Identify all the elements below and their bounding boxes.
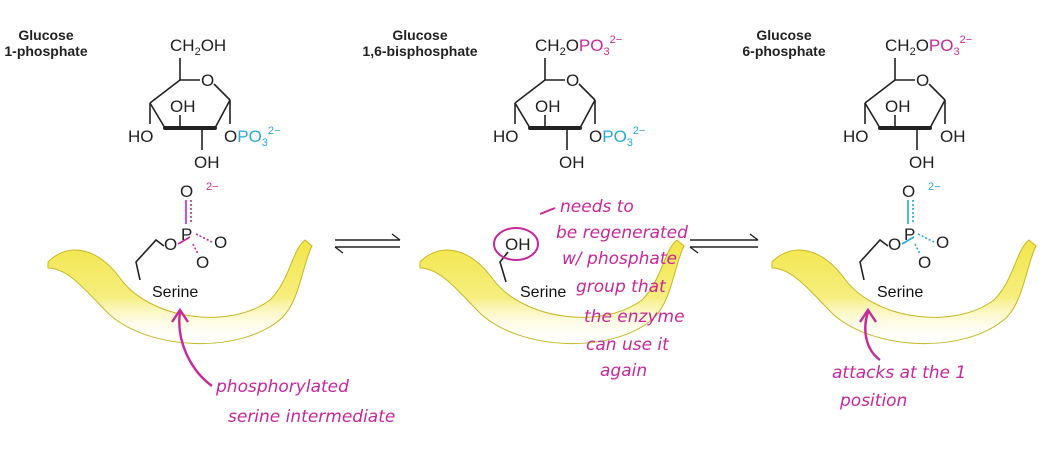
middle-note-line: again [600, 361, 647, 381]
title-line1: Glucose [18, 27, 73, 43]
phosphate-o-right: O [936, 233, 949, 252]
title-line2: 1-phosphate [4, 43, 87, 59]
phosphate-o-top: O [180, 182, 193, 201]
enzyme-pocket [771, 239, 1037, 345]
enzyme-serine-label: Serine [877, 284, 923, 301]
phosphate-p: P [181, 225, 192, 244]
phosphoryl-group: O 2− P O O [180, 181, 227, 272]
oh-circle-highlight [493, 227, 539, 261]
equilibrium-arrow-1 [334, 233, 401, 254]
glucose-ring: CH2OPO32− O HO OH OH OPO32− [493, 34, 645, 172]
phosphate-charge: 2− [928, 181, 941, 193]
ch2-phosphate-label: CH2OPO32− [885, 34, 972, 58]
ring-oxygen: O [916, 71, 929, 90]
glucose-ring: CH2OPO32− O HO OH OH OH [843, 34, 972, 172]
phosphoryl-group: O 2− P O O [902, 181, 949, 272]
c1-oh: OH [940, 127, 966, 146]
serine-o-link: O [888, 235, 901, 254]
title-line1: Glucose [392, 27, 447, 43]
annotation-middle: needs to be regenerated w/ phosphate gro… [539, 197, 688, 381]
oh-c3: OH [535, 97, 561, 116]
glucose-ring: CH2OH O HO OH OH OPO32− [128, 36, 280, 172]
c1-phosphate: OPO32− [589, 125, 645, 149]
title-line2: 1,6-bisphosphate [362, 43, 477, 59]
middle-note-line: can use it [586, 335, 670, 355]
c1-phosphate: OPO32− [224, 125, 280, 149]
serine-oh-group: OH [505, 235, 531, 254]
arrow-to-serine [178, 311, 213, 387]
oh-c2: OH [194, 153, 220, 172]
phosphate-o-right: O [214, 233, 227, 252]
equilibrium-arrow-2 [689, 233, 759, 254]
enzyme-pocket [419, 239, 685, 345]
oh-c3: OH [885, 97, 911, 116]
panel-glucose-1-6-bisphosphate: Glucose 1,6-bisphosphate CH2OPO32− O HO … [362, 27, 685, 345]
panel-glucose-1-phosphate: Glucose 1-phosphate CH2OH O HO OH OH OPO… [4, 27, 313, 345]
phosphate-charge: 2− [206, 181, 219, 193]
arrow-to-serine [864, 311, 881, 361]
phosphate-o-top: O [902, 182, 915, 201]
oh-c2: OH [559, 153, 585, 172]
enzyme-pocket [47, 239, 313, 345]
ch2-phosphate-label: CH2OPO32− [535, 34, 622, 58]
right-note-line1: attacks at the 1 [832, 363, 966, 383]
ho-c4: HO [128, 127, 154, 146]
ch2oh-label: CH2OH [170, 36, 226, 58]
right-note-line2: position [839, 391, 907, 411]
enzyme-serine-label: Serine [152, 284, 198, 301]
ring-oxygen: O [201, 71, 214, 90]
annotation-left: phosphorylated serine intermediate [171, 307, 395, 427]
middle-note-line: w/ phosphate [562, 249, 677, 269]
serine-o-link: O [164, 235, 177, 254]
left-note-line2: serine intermediate [228, 407, 395, 427]
ho-c4: HO [493, 127, 519, 146]
middle-note-line: needs to [560, 197, 634, 217]
phosphate-o-bottom: O [196, 253, 209, 272]
panel-glucose-6-phosphate: Glucose 6-phosphate CH2OPO32− O HO OH OH… [742, 27, 1037, 345]
phosphate-o-bottom: O [918, 253, 931, 272]
middle-note-line: the enzyme [584, 307, 685, 327]
enzyme-serine-label: Serine [520, 284, 566, 301]
title-line1: Glucose [756, 27, 811, 43]
left-note-line1: phosphorylated [215, 377, 349, 397]
ring-oxygen: O [566, 71, 579, 90]
title-line2: 6-phosphate [742, 43, 825, 59]
oh-c2: OH [909, 153, 935, 172]
annotation-right: attacks at the 1 position [832, 307, 966, 411]
pointer-to-oh [539, 207, 556, 215]
oh-c3: OH [170, 97, 196, 116]
phosphate-p: P [904, 225, 915, 244]
middle-note-line: group that [576, 277, 667, 297]
ho-c4: HO [843, 127, 869, 146]
middle-note-line: be regenerated [556, 223, 688, 243]
